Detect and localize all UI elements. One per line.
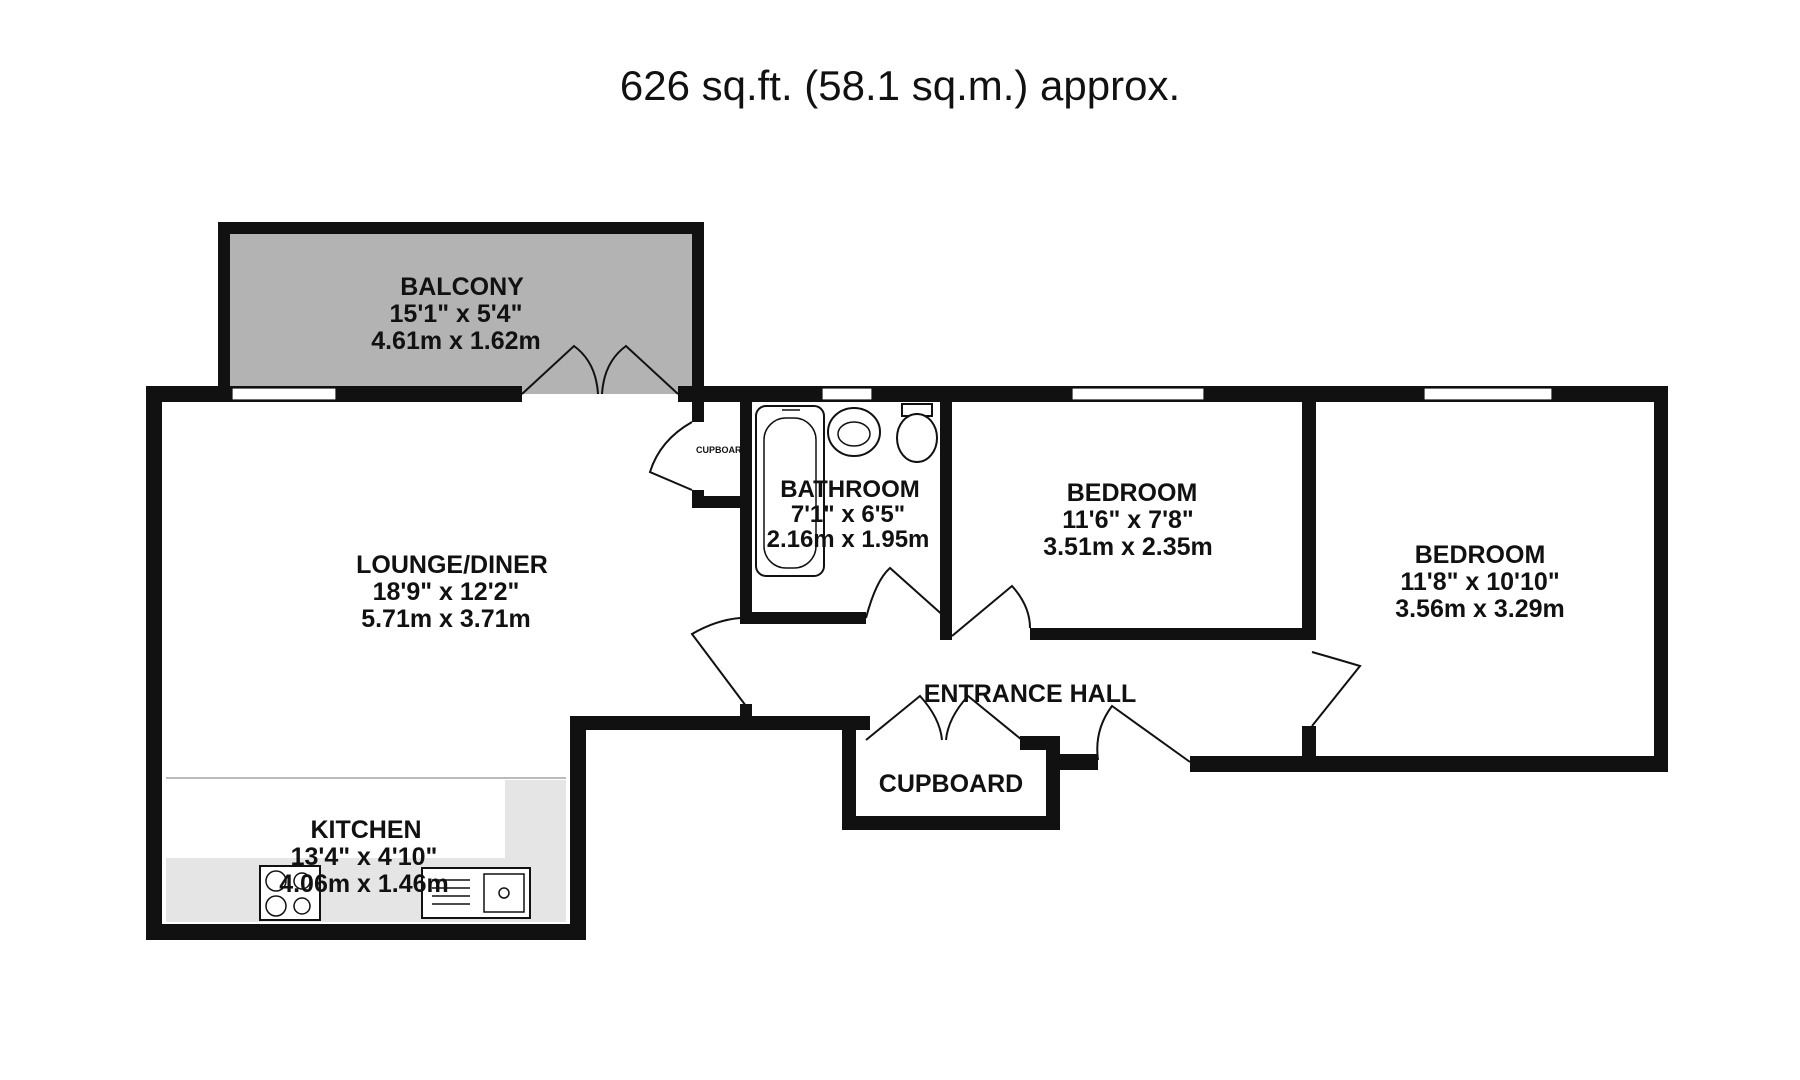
kitchen-counter-right (505, 780, 566, 858)
kitchen-imperial: 13'4" x 4'10" (291, 843, 438, 871)
hob (259, 865, 321, 921)
hob-ring-3 (265, 895, 287, 917)
kitchen-fixtures (259, 865, 531, 921)
balcony-metric: 4.61m x 1.62m (371, 327, 541, 355)
bathroom-metric: 2.16m x 1.95m (767, 526, 930, 553)
bedroom-1-name: BEDROOM (1067, 479, 1198, 507)
balcony-imperial: 15'1" x 5'4" (390, 300, 523, 328)
bedroom-2-metric: 3.56m x 3.29m (1395, 595, 1565, 623)
bathroom-imperial: 7'1" x 6'5" (791, 501, 905, 528)
hob-ring-4 (293, 897, 311, 915)
basin (827, 407, 881, 457)
doors (521, 344, 1362, 763)
sink-drain (498, 887, 510, 899)
bathtub (755, 405, 825, 577)
basin-bowl (837, 421, 871, 447)
toilet-pan (896, 413, 938, 463)
hob-ring-1 (265, 870, 287, 892)
balcony-area (228, 234, 696, 394)
bathroom-fixtures (755, 403, 938, 577)
kitchen-name: KITCHEN (310, 816, 421, 844)
windows (231, 387, 1553, 401)
lounge-name: LOUNGE/DINER (356, 551, 548, 579)
entrance-hall-label: ENTRANCE HALL (924, 680, 1137, 708)
lounge-imperial: 18'9" x 12'2" (373, 578, 520, 606)
bedroom-1-metric: 3.51m x 2.35m (1043, 533, 1213, 561)
kitchen-metric: 4.06m x 1.46m (279, 870, 449, 898)
sink-unit (421, 867, 531, 919)
bedroom-2-imperial: 11'8" x 10'10" (1400, 568, 1559, 596)
lounge-metric: 5.71m x 3.71m (361, 605, 531, 633)
floor-area-title: 626 sq.ft. (58.1 sq.m.) approx. (619, 62, 1181, 109)
small-cupboard-label: CUPBOARD (696, 445, 749, 455)
bedroom-1-imperial: 11'6" x 7'8" (1062, 506, 1194, 534)
cupboard-label: CUPBOARD (879, 770, 1023, 798)
bathroom-name: BATHROOM (780, 476, 920, 503)
balcony-name: BALCONY (400, 273, 524, 301)
bedroom-2-name: BEDROOM (1415, 541, 1546, 569)
hob-ring-2 (293, 872, 311, 890)
sink-bowl (483, 873, 525, 913)
walls (146, 222, 1668, 940)
bathtub-inner (763, 417, 817, 569)
